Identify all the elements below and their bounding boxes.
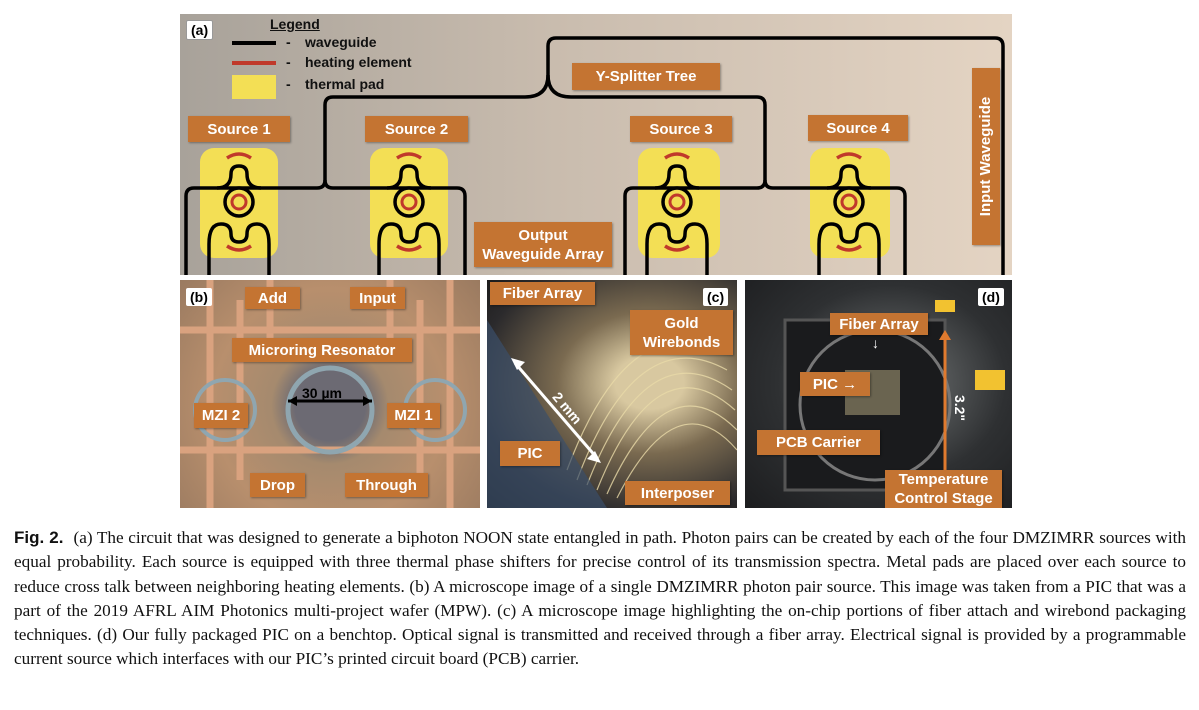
mzi-2-label: MZI 2 <box>194 403 248 428</box>
panel-c-microscope-image: 2 mm Fiber Array (c) Gold Wirebonds PIC … <box>487 280 737 508</box>
through-port-label: Through <box>345 473 428 497</box>
circuit-schematic <box>184 36 1005 275</box>
source-4-label: Source 4 <box>808 115 908 141</box>
legend-dash: - <box>286 34 291 50</box>
legend-waveguide-swatch <box>232 41 276 45</box>
pcb-carrier-label: PCB Carrier <box>757 430 880 455</box>
legend-heater-swatch <box>232 61 276 65</box>
drop-port-label: Drop <box>250 473 305 497</box>
microring-source-4 <box>817 152 881 275</box>
panel-d-tag: (d) <box>978 288 1004 306</box>
panel-c-tag: (c) <box>703 288 729 306</box>
legend-title: Legend <box>270 16 320 32</box>
source-3-label: Source 3 <box>630 116 732 142</box>
interposer-label: Interposer <box>625 481 730 505</box>
size-3-2-inch: 3.2" <box>952 394 969 422</box>
waveguides <box>184 36 1005 275</box>
add-port-label: Add <box>245 287 300 309</box>
pic-label: PIC <box>500 441 560 466</box>
microring-label: Microring Resonator <box>232 338 412 362</box>
panel-d-benchtop-photo: (d) Fiber Array ↓ PIC → 3.2" PCB Carrier… <box>745 280 1012 508</box>
microring-source-1 <box>207 152 271 275</box>
panel-b-tag: (b) <box>186 288 212 306</box>
legend-waveguide-label: waveguide <box>305 34 377 50</box>
arrow-down-icon: ↓ <box>872 335 879 351</box>
panel-a-tag: (a) <box>186 20 214 40</box>
microring-source-2 <box>377 152 441 275</box>
panel-b-microscope-image: (b) Add Input Microring Resonator 30 µm … <box>180 280 480 508</box>
input-waveguide-text: Input Waveguide <box>977 96 995 217</box>
panel-a-circuit-diagram: (a) Legend - - - waveguide heating eleme… <box>180 14 1012 275</box>
source-1-label: Source 1 <box>188 116 290 142</box>
caption-text: (a) The circuit that was designed to gen… <box>14 528 1186 669</box>
benchtop-photo-art <box>783 300 1005 500</box>
microring-photo-art <box>180 280 480 508</box>
output-waveguide-label: Output Waveguide Array <box>474 222 612 267</box>
legend-pad-label: thermal pad <box>305 76 385 92</box>
scale-30um: 30 µm <box>302 385 342 401</box>
legend-pad-swatch <box>232 75 276 99</box>
temperature-stage-label: Temperature Control Stage <box>885 470 1002 508</box>
y-splitter-label: Y-Splitter Tree <box>572 63 720 90</box>
microring-source-3 <box>645 152 709 275</box>
input-waveguide-label: Input Waveguide <box>972 68 1000 245</box>
source-2-label: Source 2 <box>365 116 468 142</box>
legend-heater-label: heating element <box>305 54 412 70</box>
figure-caption: Fig. 2.(a) The circuit that was designed… <box>14 526 1186 672</box>
pic-label: PIC → <box>800 372 870 396</box>
mzi-1-label: MZI 1 <box>387 403 440 428</box>
figure-number: Fig. 2. <box>14 528 64 547</box>
legend-dash: - <box>286 54 291 70</box>
gold-wirebonds-label: Gold Wirebonds <box>630 310 733 355</box>
legend-dash: - <box>286 76 291 92</box>
fiber-array-label: Fiber Array <box>830 313 928 335</box>
input-port-label: Input <box>350 287 405 309</box>
fiber-array-label: Fiber Array <box>490 282 595 305</box>
